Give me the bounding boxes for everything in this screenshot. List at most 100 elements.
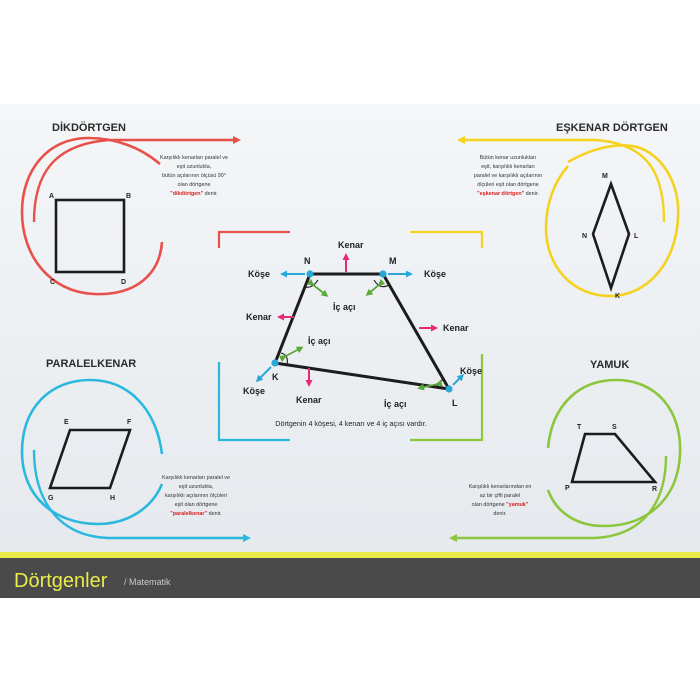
center-caption: Dörtgenin 4 köşesi, 4 kenarı ve 4 iç açı… <box>275 419 426 428</box>
center-vertex-m: M <box>389 256 397 266</box>
rectangle-arrow <box>32 136 241 223</box>
vertex-dot-n <box>306 270 314 278</box>
vertex-r: R <box>652 486 657 493</box>
vertex-p: P <box>565 485 570 492</box>
vertex-f: F <box>127 419 132 426</box>
trapezoid-circle <box>546 378 682 528</box>
rhombus-desc-line-4: ölçüleri eşit olan dörtgene <box>477 182 538 188</box>
parallelogram-desc-line-2: eşit uzunlukta, <box>179 484 214 490</box>
banner-background <box>0 558 700 598</box>
parallelogram-desc-line-1: Karşılıklı kenarları paralel ve <box>162 475 230 481</box>
vertex-dot-k <box>271 359 279 367</box>
rectangle-panel: DİKDÖRTGEN A B C D Karşılıklı kenarları … <box>20 121 241 296</box>
rectangle-tail: denir. <box>203 191 218 197</box>
parallelogram-tail: denir. <box>207 511 222 517</box>
rectangle-desc-line-4: olan dörtgene <box>178 182 211 188</box>
parallelogram-panel: PARALELKENAR E F G H Karşılıklı kenarlar… <box>20 358 251 542</box>
frame-corner-bottom-left <box>217 362 290 442</box>
rhombus-title: EŞKENAR DÖRTGEN <box>556 121 668 134</box>
ic-aci-arrow-k <box>278 346 304 362</box>
parallelogram-desc-line-3: karşılıklı açılarının ölçüleri <box>165 493 227 499</box>
quadrilaterals-poster: DİKDÖRTGEN A B C D Karşılıklı kenarları … <box>0 104 700 598</box>
banner-title: Dörtgenler <box>14 570 108 592</box>
rectangle-desc-line-1: Karşılıklı kenarları paralel ve <box>160 155 228 161</box>
label-kenar-bottom: Kenar <box>296 395 322 405</box>
label-ic-aci-bottom: İç açı <box>384 399 407 409</box>
vertex-k: K <box>615 293 620 300</box>
rectangle-desc-line-5: "dikdörtgen" denir. <box>170 191 218 197</box>
label-kenar-right: Kenar <box>443 323 469 333</box>
rhombus-emph: "eşkenar dörtgen" <box>477 191 524 197</box>
rectangle-shape <box>54 198 126 274</box>
vertex-c: C <box>50 279 55 286</box>
parallelogram-description: Karşılıklı kenarları paralel ve eşit uzu… <box>162 475 230 517</box>
label-kenar-left: Kenar <box>246 312 272 322</box>
parallelogram-emph: "paralelkenar" <box>170 511 207 517</box>
kose-arrow-l <box>452 373 465 386</box>
trapezoid-panel: YAMUK T S P R Karşılıklı kenarlarından e… <box>449 359 682 542</box>
label-kenar-top: Kenar <box>338 240 364 250</box>
trapezoid-shape <box>570 432 658 484</box>
vertex-l: L <box>634 233 639 240</box>
vertex-dot-m <box>379 270 387 278</box>
trapezoid-emph: "yamuk" <box>506 502 529 508</box>
trapezoid-tail: denir. <box>493 511 506 517</box>
vertex-dot-l <box>445 385 453 393</box>
trapezoid-title: YAMUK <box>590 359 629 371</box>
vertex-a: A <box>49 193 54 200</box>
parallelogram-circle <box>20 378 164 526</box>
ic-aci-arrow-n <box>306 278 329 297</box>
rhombus-desc-line-5: "eşkenar dörtgen" denir. <box>477 191 539 197</box>
trapezoid-description: Karşılıklı kenarlarından en az bir çifti… <box>469 484 532 517</box>
rectangle-circle <box>20 136 164 296</box>
parallelogram-desc-line-5: "paralelkenar" denir. <box>170 511 222 517</box>
rhombus-tail: denir. <box>524 191 539 197</box>
rhombus-arrow <box>457 136 666 223</box>
kose-arrow-k <box>255 366 272 383</box>
rhombus-desc-line-2: eşit, karşılıklı kenarları <box>481 164 535 170</box>
rhombus-circle <box>544 144 680 298</box>
poster-background <box>0 104 700 598</box>
frame-corner-top-left <box>217 230 290 248</box>
center-diagram: N M K L Kenar Köşe Köşe İç açı Kenar Ken… <box>217 230 484 442</box>
vertex-e: E <box>64 419 69 426</box>
vertex-s: S <box>612 424 617 431</box>
center-vertex-l: L <box>452 398 458 408</box>
ic-aci-arrow-l <box>417 379 443 391</box>
vertex-m: M <box>602 173 608 180</box>
rectangle-emph: "dikdörtgen" <box>170 191 203 197</box>
label-ic-aci-top: İç açı <box>333 302 356 312</box>
poster-canvas: DİKDÖRTGEN A B C D Karşılıklı kenarları … <box>0 104 700 598</box>
parallelogram-arrow <box>32 449 251 542</box>
vertex-h: H <box>110 495 115 502</box>
trapezoid-desc-line-1: Karşılıklı kenarlarından en <box>469 484 532 490</box>
banner-subtitle: / Matematik <box>124 577 171 587</box>
vertex-d: D <box>121 279 126 286</box>
center-vertex-n: N <box>304 256 311 266</box>
vertex-b: B <box>126 193 131 200</box>
trapezoid-arrow <box>449 455 668 542</box>
rhombus-shape <box>591 180 631 293</box>
trapezoid-desc-line-2: az bir çifti paralel <box>480 493 520 499</box>
label-kose-k: Köşe <box>243 386 265 396</box>
rhombus-description: Bütün kenar uzunlukları eşit, karşılıklı… <box>474 155 542 197</box>
trapezoid-desc-line-3: olan dörtgene "yamuk" <box>472 502 529 508</box>
rectangle-description: Karşılıklı kenarları paralel ve eşit uzu… <box>160 155 228 197</box>
frame-corner-top-right <box>410 230 484 248</box>
banner-stripe <box>0 552 700 558</box>
vertex-n: N <box>582 233 587 240</box>
rectangle-desc-line-2: eşit uzunlukta, <box>177 164 212 170</box>
label-kose-m: Köşe <box>424 269 446 279</box>
rhombus-desc-line-3: paralel ve karşılıklı açılarının <box>474 173 542 179</box>
rhombus-panel: EŞKENAR DÖRTGEN M N L K Bütün kenar uzun… <box>457 121 680 300</box>
parallelogram-title: PARALELKENAR <box>46 358 136 370</box>
ic-aci-arrow-m <box>365 278 386 296</box>
vertex-t: T <box>577 424 582 431</box>
label-kose-n: Köşe <box>248 269 270 279</box>
rhombus-desc-line-1: Bütün kenar uzunlukları <box>480 155 537 161</box>
parallelogram-shape <box>48 428 132 490</box>
parallelogram-desc-line-4: eşit olan dörtgene <box>175 502 218 508</box>
rectangle-title: DİKDÖRTGEN <box>52 121 126 134</box>
center-vertex-k: K <box>272 372 279 382</box>
vertex-g: G <box>48 495 54 502</box>
